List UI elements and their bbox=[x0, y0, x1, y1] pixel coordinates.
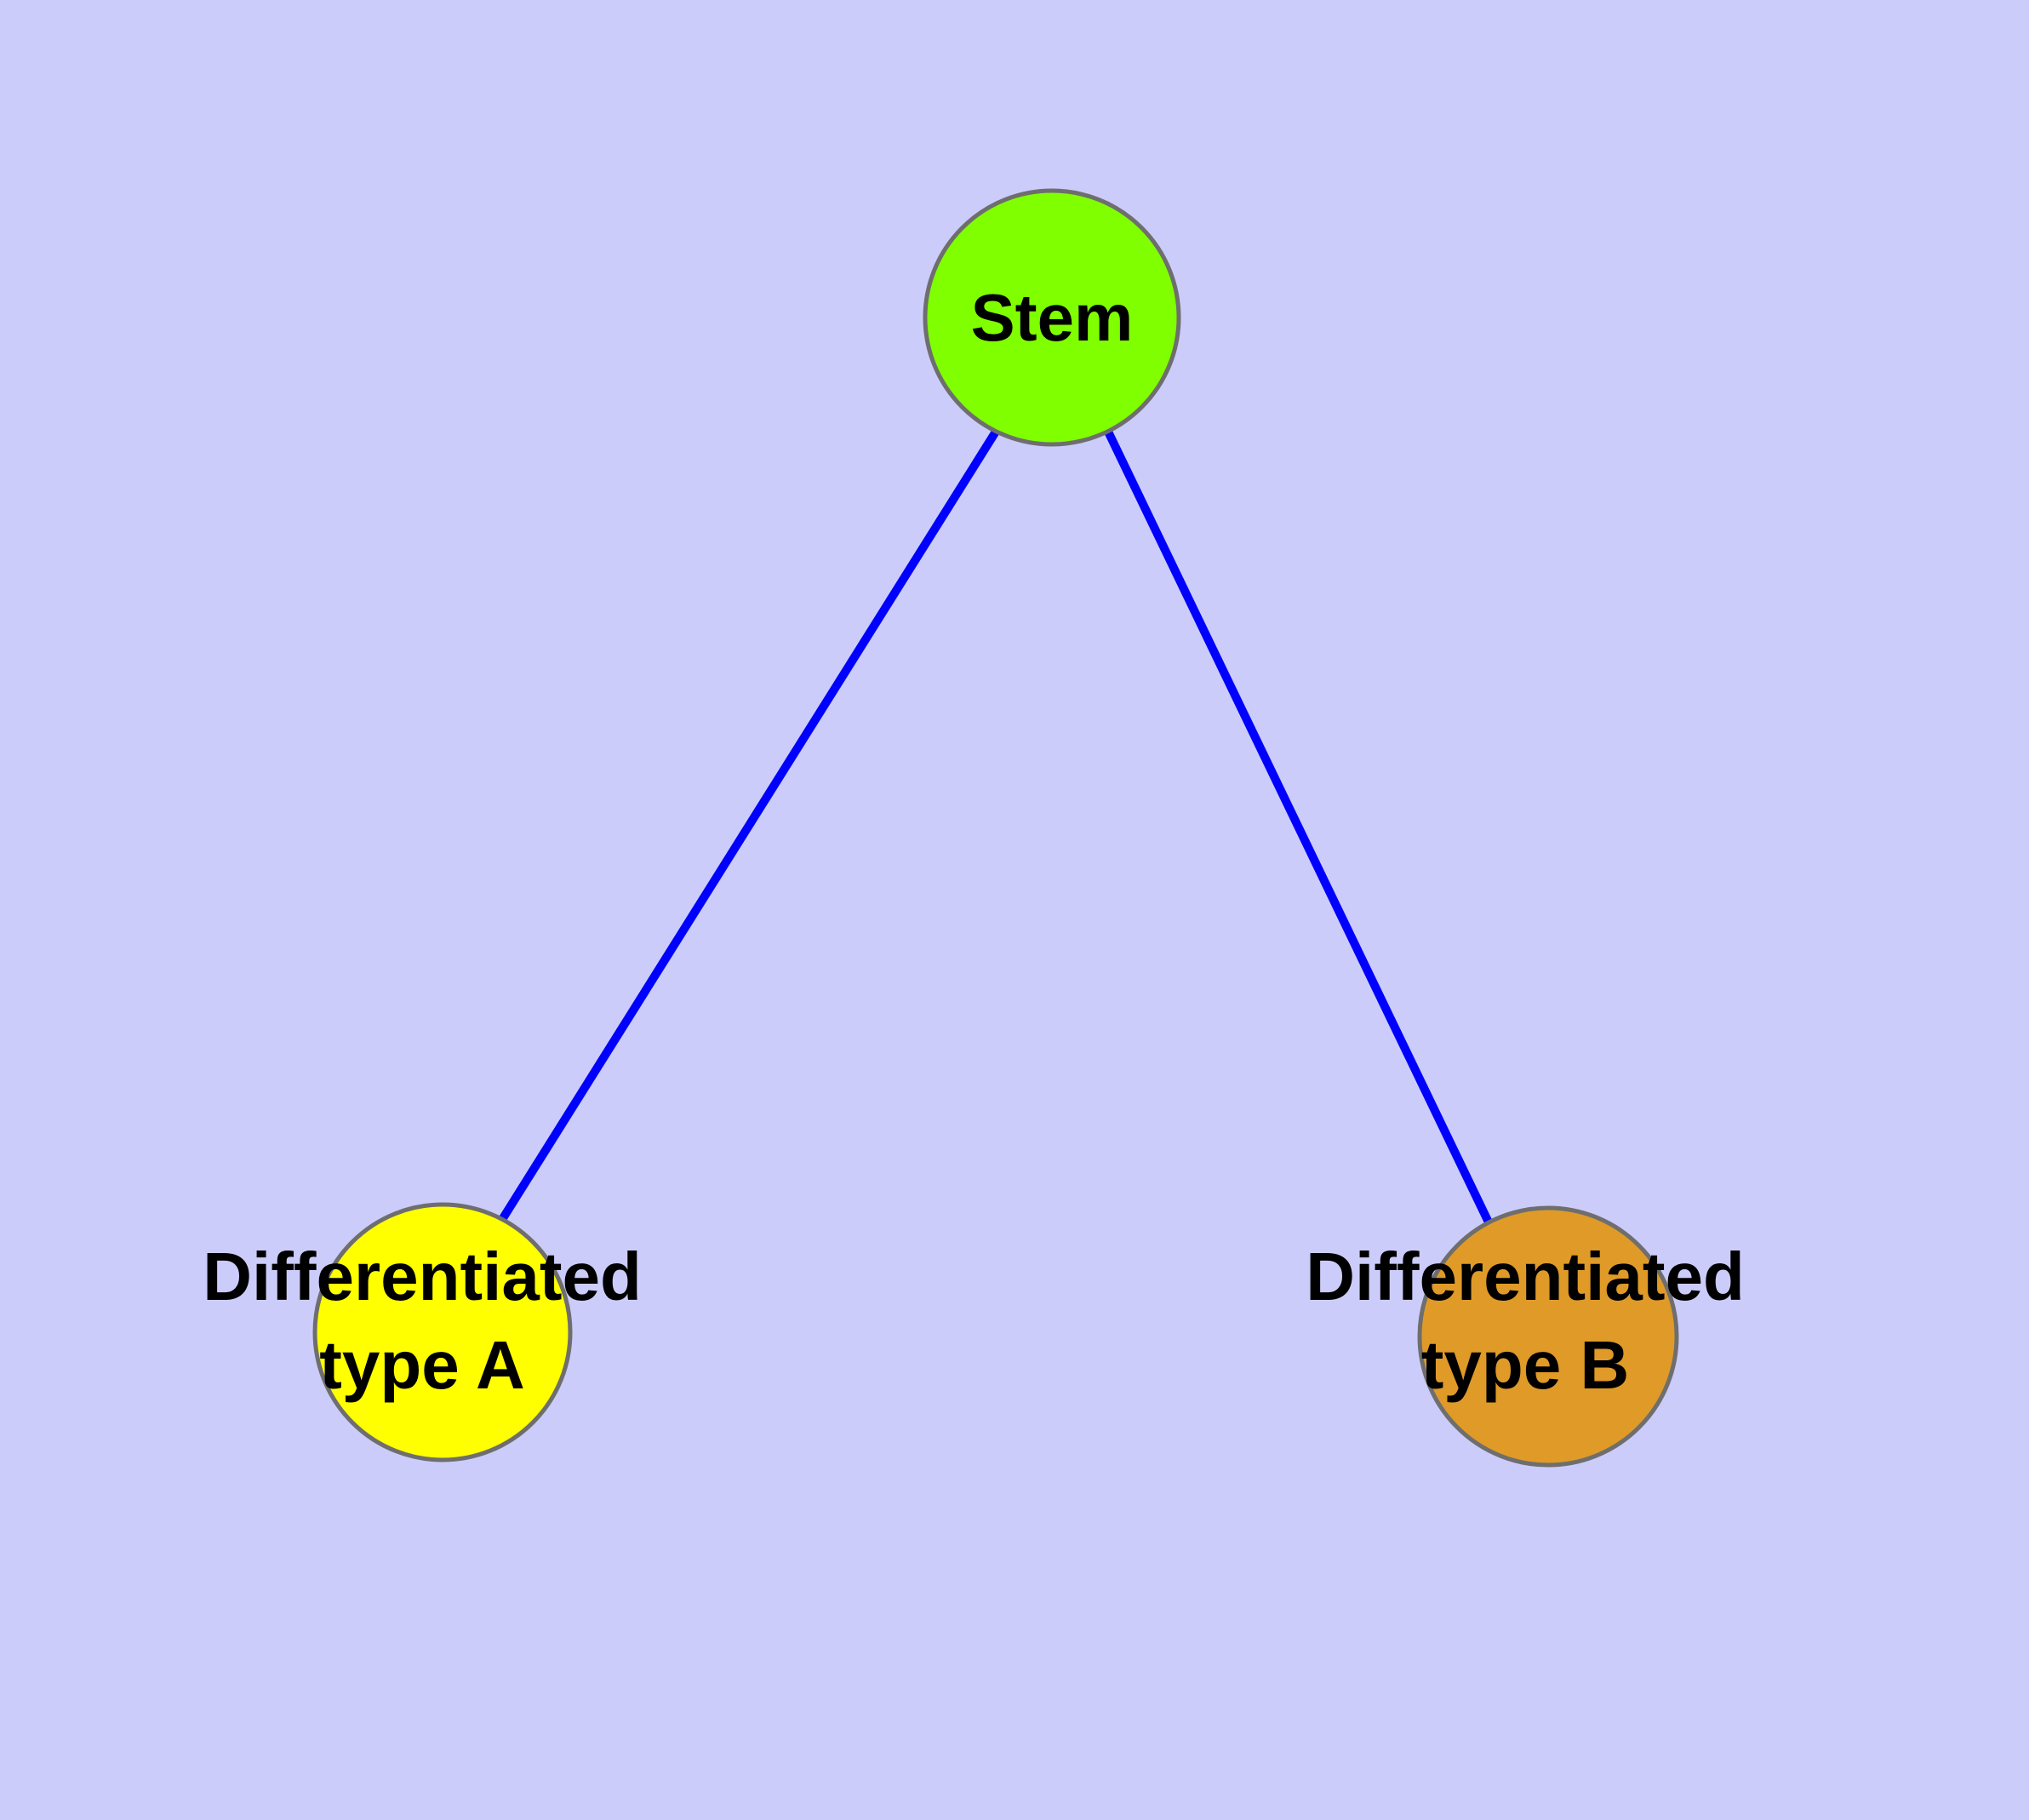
node-stem-circle[interactable] bbox=[923, 188, 1181, 447]
edge-layer bbox=[494, 429, 1495, 1230]
node-layer bbox=[312, 188, 1679, 1468]
node-stem-label: Stem bbox=[971, 280, 1134, 355]
node-differentiated-type-a-circle[interactable] bbox=[312, 1202, 573, 1462]
node-stem[interactable] bbox=[923, 188, 1181, 447]
node-differentiated-type-b-circle[interactable] bbox=[1417, 1205, 1679, 1468]
edge-stem-to-differentiated-type-a[interactable] bbox=[494, 429, 1000, 1228]
node-differentiated-type-a[interactable] bbox=[312, 1202, 573, 1462]
node-differentiated-type-b[interactable] bbox=[1417, 1205, 1679, 1468]
edge-stem-to-differentiated-type-b[interactable] bbox=[1104, 429, 1495, 1230]
node-differentiated-type-a-label-line-2: type A bbox=[319, 1327, 525, 1403]
node-differentiated-type-a-label-line-1: Differentiated bbox=[203, 1239, 642, 1314]
node-differentiated-type-b-label-line-2: type B bbox=[1421, 1327, 1630, 1403]
label-layer: Stem Differentiated type A Differentiate… bbox=[203, 280, 1745, 1403]
node-differentiated-type-b-label-line-1: Differentiated bbox=[1306, 1239, 1745, 1314]
